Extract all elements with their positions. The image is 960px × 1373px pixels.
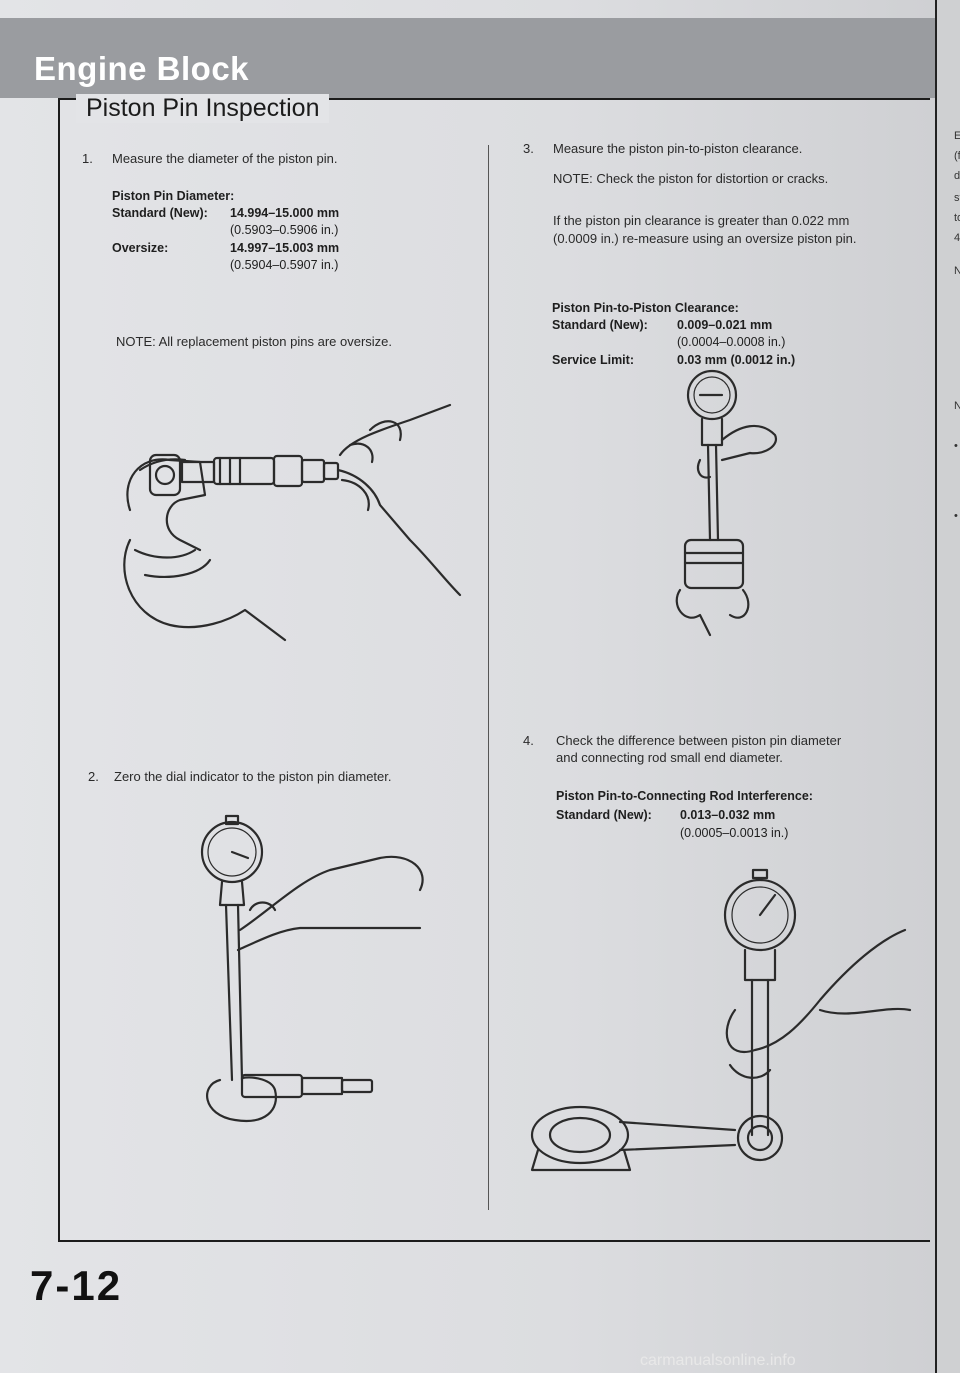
spec-value-standard-mm: 0.013–0.032 mm (680, 808, 776, 822)
piston-clearance-illustration (675, 369, 778, 637)
watermark: carmanualsonline.info (640, 1352, 796, 1369)
note-clearance-line2: (0.0009 in.) re-measure using an oversiz… (553, 231, 857, 246)
spec-label-standard: Standard (New): (112, 206, 208, 220)
spec-label-service: Service Limit: (552, 353, 634, 367)
step-number: 4. (523, 733, 534, 748)
section-title: Piston Pin Inspection (76, 94, 330, 123)
step-text-line1: Check the difference between piston pin … (556, 733, 842, 748)
page-number: 7-12 (30, 1262, 123, 1309)
manual-page: Engine Block Piston Pin Inspection 1. Me… (0, 0, 935, 1373)
fragment-text: (f (954, 150, 960, 162)
spec-value-oversize-mm: 14.997–15.003 mm (230, 241, 340, 255)
spec-value-standard-in: (0.0004–0.0008 in.) (677, 335, 786, 349)
pin-to-rod-interference-spec: Piston Pin-to-Connecting Rod Interferenc… (556, 788, 886, 848)
spec-value-standard-in: (0.5903–0.5906 in.) (230, 223, 339, 237)
fragment-text: • (954, 510, 958, 522)
step-number: 1. (82, 151, 93, 166)
note-distortion: NOTE: Check the piston for distortion or… (553, 171, 829, 186)
spec-value-service: 0.03 mm (0.0012 in.) (677, 353, 796, 367)
step-text: Measure the piston pin-to-piston clearan… (553, 141, 803, 156)
spec-label-standard: Standard (New): (552, 318, 648, 332)
page-title: Engine Block (34, 50, 250, 87)
column-divider (488, 145, 489, 1210)
spec-heading: Piston Pin Diameter: (112, 189, 235, 203)
spec-heading: Piston Pin-to-Connecting Rod Interferenc… (556, 789, 813, 803)
step-number: 3. (523, 141, 534, 156)
adjacent-page-edge: E (f d st to 4 N N • • (935, 0, 960, 1373)
fragment-text: st (954, 192, 960, 204)
section-frame (58, 98, 930, 1242)
spec-value-oversize-in: (0.5904–0.5907 in.) (230, 258, 339, 272)
step-text-line2: and connecting rod small end diameter. (556, 750, 783, 765)
step-text: Measure the diameter of the piston pin. (112, 151, 338, 166)
fragment-text: • (954, 440, 958, 452)
fragment-text: N (954, 265, 960, 277)
spec-label-oversize: Oversize: (112, 241, 169, 255)
pin-to-piston-clearance-spec: Piston Pin-to-Piston Clearance: Standard… (552, 300, 892, 380)
fragment-text: 4 (954, 232, 960, 244)
spec-label-standard: Standard (New): (556, 808, 652, 822)
spec-value-standard-mm: 14.994–15.000 mm (230, 206, 340, 220)
micrometer-illustration (123, 403, 462, 642)
spec-value-standard-mm: 0.009–0.021 mm (677, 318, 773, 332)
spec-heading: Piston Pin-to-Piston Clearance: (552, 301, 739, 315)
fragment-text: E (954, 130, 960, 142)
note-oversize-pins: NOTE: All replacement piston pins are ov… (116, 334, 393, 349)
fragment-text: to (954, 212, 960, 224)
piston-pin-diameter-spec: Piston Pin Diameter: Standard (New): 14.… (112, 188, 412, 278)
step-number: 2. (88, 769, 99, 784)
fragment-text: d (954, 170, 960, 182)
header-band (0, 18, 935, 98)
dial-indicator-zero-illustration (200, 814, 424, 1123)
fragment-text: N (954, 400, 960, 412)
step-text: Zero the dial indicator to the piston pi… (114, 769, 392, 784)
note-clearance-line1: If the piston pin clearance is greater t… (553, 213, 850, 228)
connecting-rod-illustration (530, 868, 912, 1172)
spec-value-standard-in: (0.0005–0.0013 in.) (680, 826, 789, 840)
